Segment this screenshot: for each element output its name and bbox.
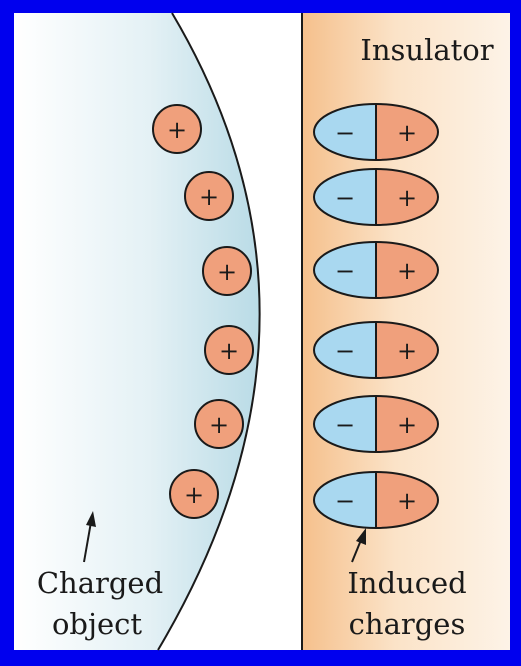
arrow-head	[86, 511, 96, 527]
induced-dipole: − +	[313, 395, 439, 453]
positive-charge-circle	[184, 171, 234, 221]
positive-sign: +	[397, 257, 417, 285]
object-charge: +	[169, 469, 219, 519]
positive-sign: +	[184, 481, 204, 509]
induced-dipole: − +	[313, 103, 439, 161]
positive-half	[376, 242, 438, 298]
negative-half	[314, 396, 376, 452]
arrow-shaft	[83, 521, 92, 563]
negative-half	[314, 472, 376, 528]
negative-sign: −	[335, 337, 355, 365]
positive-sign: +	[397, 487, 417, 515]
negative-sign: −	[335, 487, 355, 515]
negative-half	[314, 242, 376, 298]
positive-half	[376, 169, 438, 225]
negative-sign: −	[335, 184, 355, 212]
object-charge: +	[204, 325, 254, 375]
negative-half	[314, 169, 376, 225]
charged-object-label-line1: Charged	[37, 566, 163, 600]
negative-half	[314, 104, 376, 160]
object-charge: +	[184, 171, 234, 221]
negative-sign: −	[335, 257, 355, 285]
object-charge: +	[194, 399, 244, 449]
object-charge: +	[202, 246, 252, 296]
positive-half	[376, 396, 438, 452]
positive-sign: +	[199, 183, 219, 211]
positive-charge-circle	[202, 246, 252, 296]
positive-charge-circle	[152, 104, 202, 154]
positive-sign: +	[397, 337, 417, 365]
positive-sign: +	[397, 411, 417, 439]
positive-sign: +	[219, 337, 239, 365]
positive-sign: +	[397, 184, 417, 212]
positive-half	[376, 104, 438, 160]
induced-dipole: − +	[313, 321, 439, 379]
induced-dipole: − +	[313, 168, 439, 226]
charged-object-label-line2: object	[52, 607, 142, 641]
arrow-head	[356, 528, 366, 545]
induced-dipole: − +	[313, 241, 439, 299]
charged-object-arrow	[83, 511, 96, 563]
positive-charge-circle	[204, 325, 254, 375]
charged-object-edge	[157, 12, 261, 651]
negative-half	[314, 322, 376, 378]
positive-sign: +	[167, 116, 187, 144]
positive-charge-circle	[169, 469, 219, 519]
positive-sign: +	[209, 411, 229, 439]
positive-half	[376, 472, 438, 528]
induced-charges-arrow	[351, 528, 366, 563]
induced-dipole: − +	[313, 471, 439, 529]
negative-sign: −	[335, 411, 355, 439]
induced-dipoles: − + − + − + − +	[313, 103, 439, 529]
positive-sign: +	[217, 258, 237, 286]
positive-half	[376, 322, 438, 378]
negative-sign: −	[335, 119, 355, 147]
positive-charge-circle	[194, 399, 244, 449]
arrow-shaft	[351, 539, 362, 563]
object-charge: +	[152, 104, 202, 154]
positive-sign: +	[397, 119, 417, 147]
induced-charges-label-line1: Induced	[347, 566, 466, 600]
induced-charges-label-line2: charges	[349, 607, 466, 641]
object-positive-charges: + + + + + +	[152, 104, 254, 519]
insulator-label: Insulator	[360, 33, 493, 67]
